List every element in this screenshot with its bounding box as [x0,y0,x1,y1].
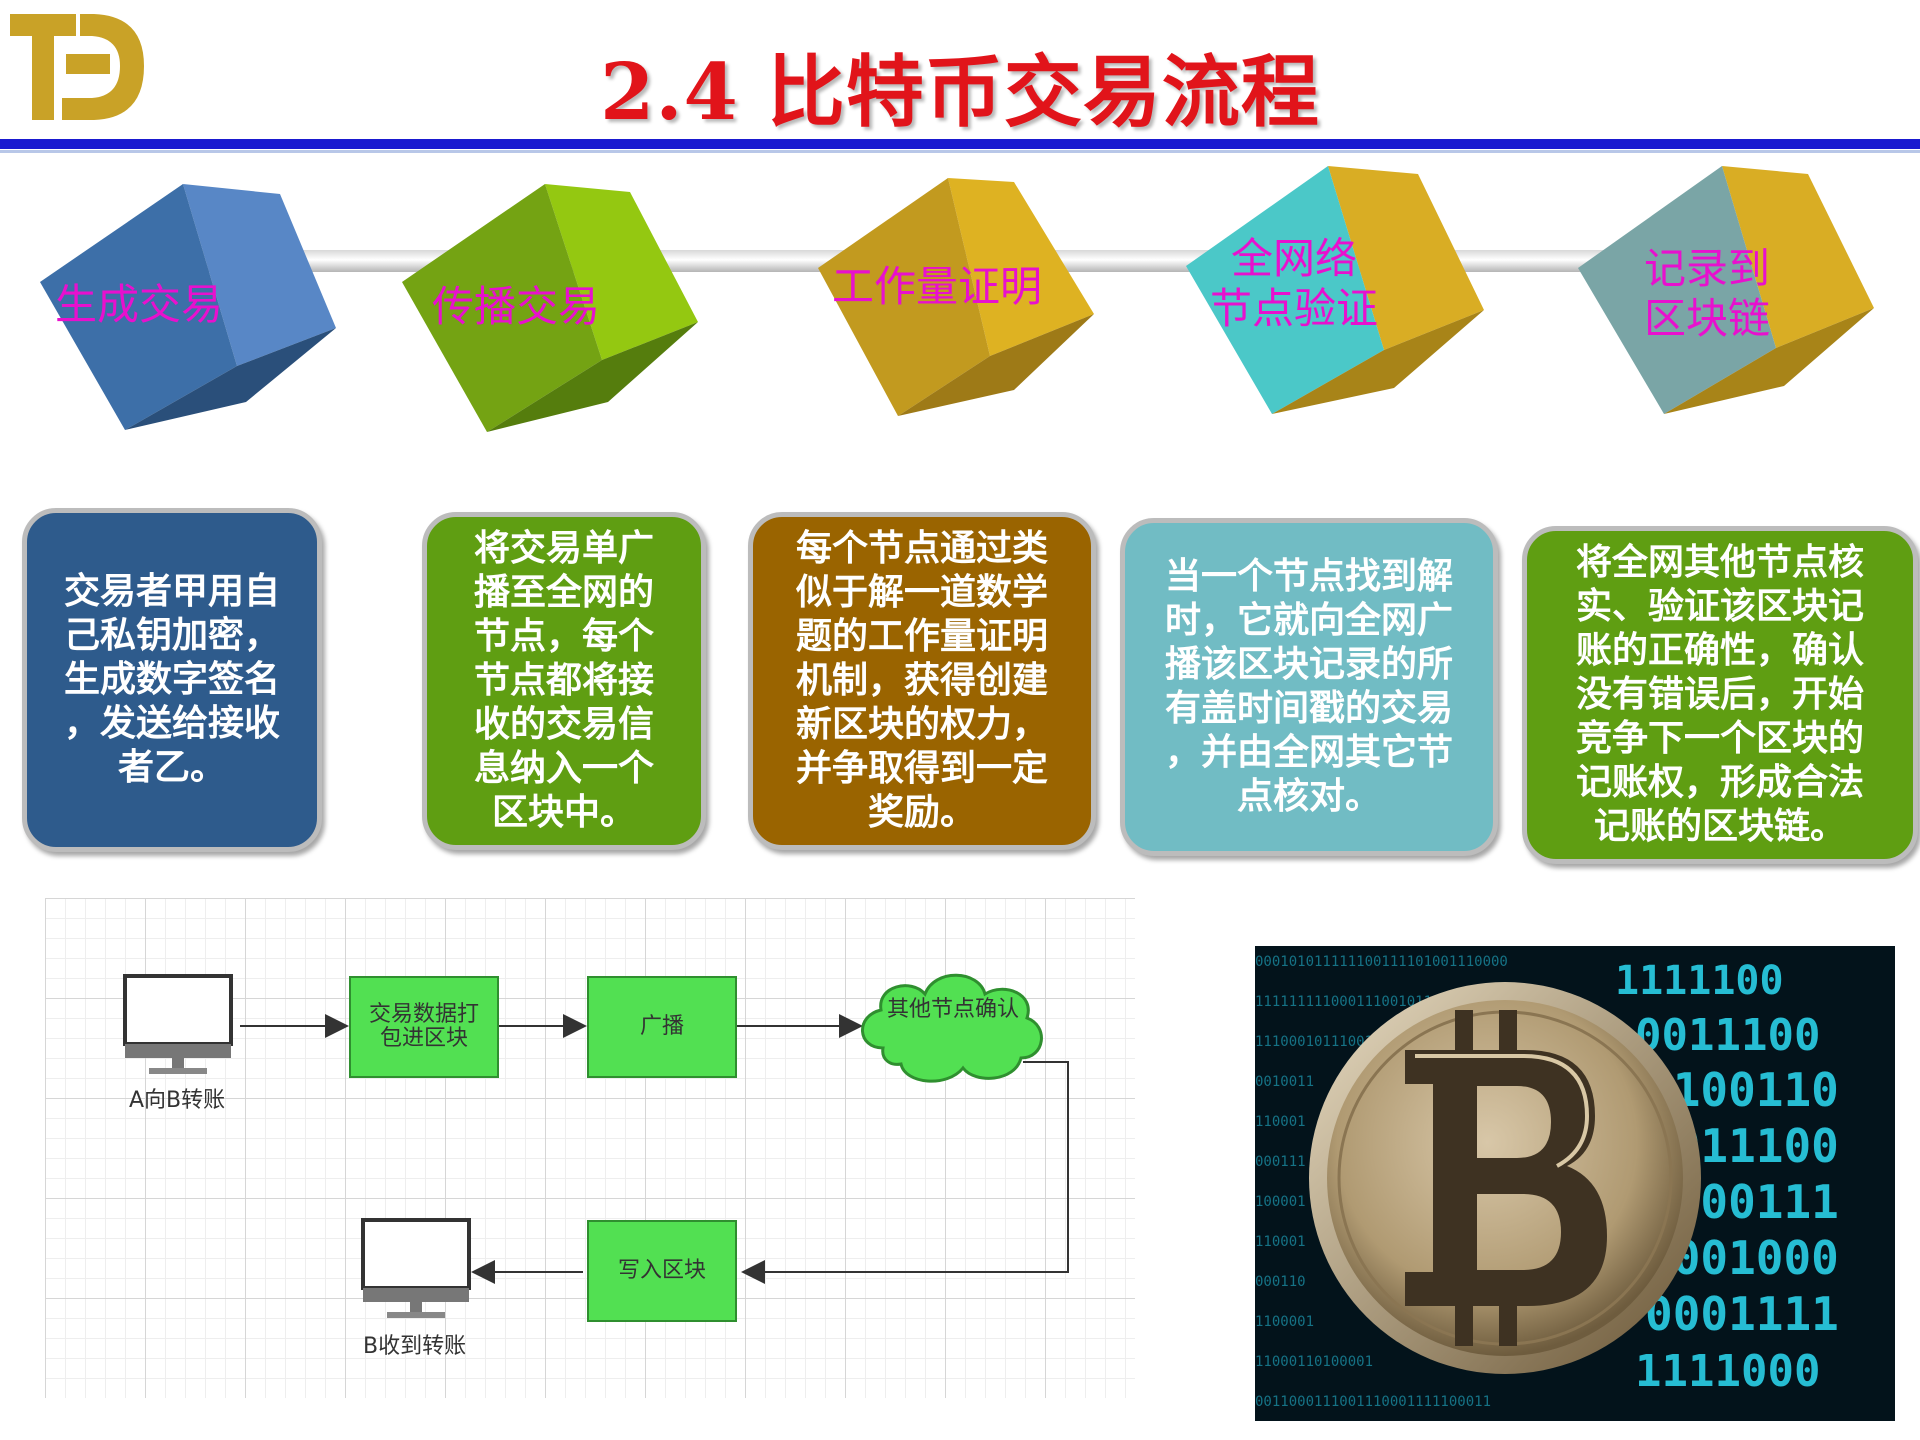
step-label: 传播交易 [432,282,601,331]
svg-text:1111000: 1111000 [1635,1346,1820,1397]
confirm-cloud [861,973,1043,1083]
confirm-node-label: 其他节点确认 [886,997,1019,1022]
svg-text:0010011: 0010011 [1255,1074,1314,1090]
page-title: 2.4 比特币交易流程 [600,47,1320,138]
arrow [741,1061,1069,1284]
svg-text:000101011111100111101001110000: 000101011111100111101001110000 [1255,954,1508,970]
svg-text:0011000111001110001111100011: 0011000111001110001111100011 [1255,1394,1491,1410]
svg-text:0001111: 0001111 [1645,1287,1839,1341]
svg-text:1100001: 1100001 [1255,1314,1314,1330]
description-box-verify: 当一个节点找到解时，它就向全网广 播该区块记录的所有盖时间戳的交易 ，并由全网其… [1120,518,1498,856]
flow-diagram: A向B转账 交易数据打包进区块 广播 其他节点确认 写入区块 B收到转账 [45,898,1135,1398]
step-cube-record: 记录到 区块链 [1578,164,1878,414]
step-label: 全网络 节点验证 [1210,234,1379,333]
company-logo [6,8,146,126]
header-divider-shadow [0,150,1920,153]
step-label: 记录到 区块链 [1644,244,1771,343]
svg-text:000110: 000110 [1255,1274,1306,1290]
step-cube-verify: 全网络 节点验证 [1186,164,1486,414]
svg-text:000111: 000111 [1255,1154,1306,1170]
bitcoin-image: 1111100 0011100 1100110 0011100 1000111 … [1255,946,1895,1421]
step-label: 工作量证明 [832,262,1043,311]
write-block-node: 写入区块 [587,1220,737,1322]
step-label: 生成交易 [55,280,224,329]
svg-text:110001: 110001 [1255,1234,1306,1250]
step-cube-pow: 工作量证明 [818,176,1098,416]
description-box-record: 将全网其他节点核实、验证该区块记 账的正确性，确认没有错误后，开始 竞争下一个区… [1522,526,1918,864]
broadcast-node: 广播 [587,976,737,1078]
bitcoin-symbol [1405,1010,1607,1346]
description-box-pow: 每个节点通过类似于解一道数学 题的工作量证明机制，获得创建 新区块的权力，并争取… [748,512,1096,850]
pack-block-node: 交易数据打包进区块 [349,976,499,1078]
svg-text:0011100: 0011100 [1635,1010,1820,1061]
svg-text:110001: 110001 [1255,1114,1306,1130]
svg-text:11000110100001: 11000110100001 [1255,1354,1373,1370]
sender-label: A向B转账 [129,1088,226,1113]
svg-text:1111100: 1111100 [1615,958,1784,1004]
receiver-label: B收到转账 [363,1334,467,1359]
computer-a-icon [123,974,233,1074]
svg-text:111111111000111001011001: 111111111000111001011001 [1255,994,1457,1010]
description-box-generate: 交易者甲用自己私钥加密， 生成数字签名，发送给接收 者乙。 [22,508,322,852]
svg-text:100001: 100001 [1255,1194,1306,1210]
step-cube-generate: 生成交易 [40,180,340,430]
svg-text:1110001011100110: 1110001011100110 [1255,1034,1390,1050]
description-box-propagate: 将交易单广播至全网的 节点，每个节点都将接 收的交易信息纳入一个 区块中。 [422,512,706,850]
step-cube-propagate: 传播交易 [402,182,702,432]
header-divider [0,139,1920,149]
computer-b-icon [361,1218,471,1318]
